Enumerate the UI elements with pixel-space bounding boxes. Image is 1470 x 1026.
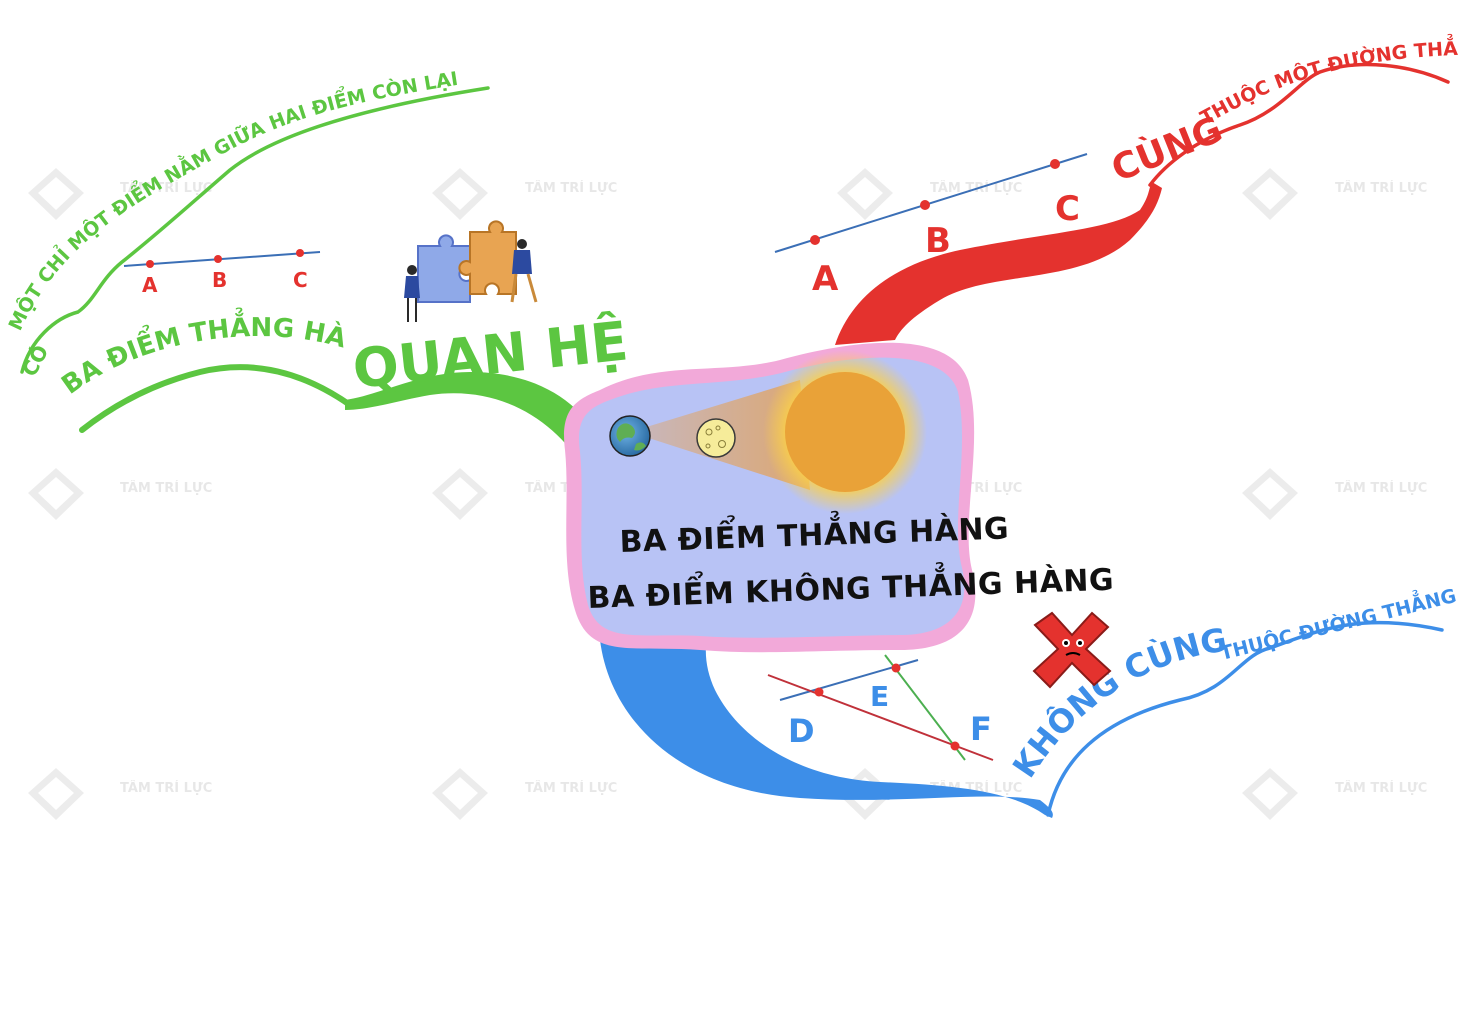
branch-same-line-text: THUỘC MỘT ĐƯỜNG THẲNG bbox=[0, 0, 1459, 129]
branch-not-same-line-text: THUỘC ĐƯỜNG THẲNG bbox=[1217, 580, 1459, 665]
watermark-text: TÂM TRÍ LỰC bbox=[525, 180, 617, 196]
point-label: B bbox=[212, 268, 227, 292]
watermark-logo-icon bbox=[837, 168, 893, 220]
branch-not-same-line-label: KHÔNG CÙNG bbox=[1005, 620, 1230, 784]
branch-relation-trunk bbox=[345, 372, 605, 470]
branch-relation-curve-upper bbox=[20, 86, 490, 374]
watermark-text: TÂM TRÍ LỰC bbox=[1335, 480, 1427, 496]
red-x-character-icon bbox=[1032, 611, 1112, 689]
not-same-line-figure: D E F bbox=[767, 654, 994, 761]
branch-relation: QUAN HỆ BA ĐIỂM THẲNG HÀNG CÓ MỘT CHỈ MỘ… bbox=[0, 0, 631, 470]
branch-not-same-line-curve bbox=[1046, 620, 1444, 817]
point-label: E bbox=[870, 680, 889, 713]
watermark-logo-icon bbox=[28, 768, 84, 820]
watermark-logo-icon bbox=[1242, 468, 1298, 520]
watermark-text: TÂM TRÍ LỰC bbox=[120, 180, 212, 196]
same-line-collinear-figure: A B C bbox=[774, 153, 1088, 299]
branch-not-same-line-trunk bbox=[600, 640, 1053, 818]
branch-same-line-trunk bbox=[835, 182, 1162, 345]
point-label: F bbox=[970, 710, 992, 748]
watermark-text: TÂM TRÍ LỰC bbox=[1335, 780, 1427, 796]
point-label: D bbox=[788, 712, 815, 750]
branch-relation-curve bbox=[79, 364, 353, 433]
puzzle-people-icon bbox=[404, 220, 538, 322]
watermark-text: TÂM TRÍ LỰC bbox=[525, 780, 617, 796]
watermark-logo-icon bbox=[432, 768, 488, 820]
watermark-logo-icon bbox=[432, 168, 488, 220]
watermark-logo-icon bbox=[28, 168, 84, 220]
branch-relation-prefix: CÓ bbox=[17, 341, 53, 380]
center-node: BA ĐIỂM THẲNG HÀNG BA ĐIỂM KHÔNG THẲNG H… bbox=[564, 342, 1115, 653]
watermark-logo-icon bbox=[1242, 768, 1298, 820]
point-label: C bbox=[293, 268, 308, 292]
watermark-logo-icon bbox=[432, 468, 488, 520]
sun-icon bbox=[763, 350, 927, 514]
point-label: A bbox=[142, 273, 158, 297]
watermark-text: TÂM TRÍ LỰC bbox=[1335, 180, 1427, 196]
watermark-text: TÂM TRÍ LỰC bbox=[120, 480, 212, 496]
branch-same-line: CÙNG THUỘC MỘT ĐƯỜNG THẲNG A B C bbox=[0, 0, 1459, 345]
earth-icon bbox=[609, 415, 651, 457]
watermark-text: TÂM TRÍ LỰC bbox=[120, 780, 212, 796]
point-label: C bbox=[1055, 189, 1080, 229]
watermark-logo-icon bbox=[1242, 168, 1298, 220]
moon-icon bbox=[696, 418, 736, 458]
relation-collinear-figure: A B C bbox=[123, 249, 321, 297]
watermark-logo-icon bbox=[28, 468, 84, 520]
point-label: A bbox=[812, 259, 839, 299]
branch-same-line-curve bbox=[1148, 62, 1450, 187]
point-label: B bbox=[925, 221, 951, 261]
